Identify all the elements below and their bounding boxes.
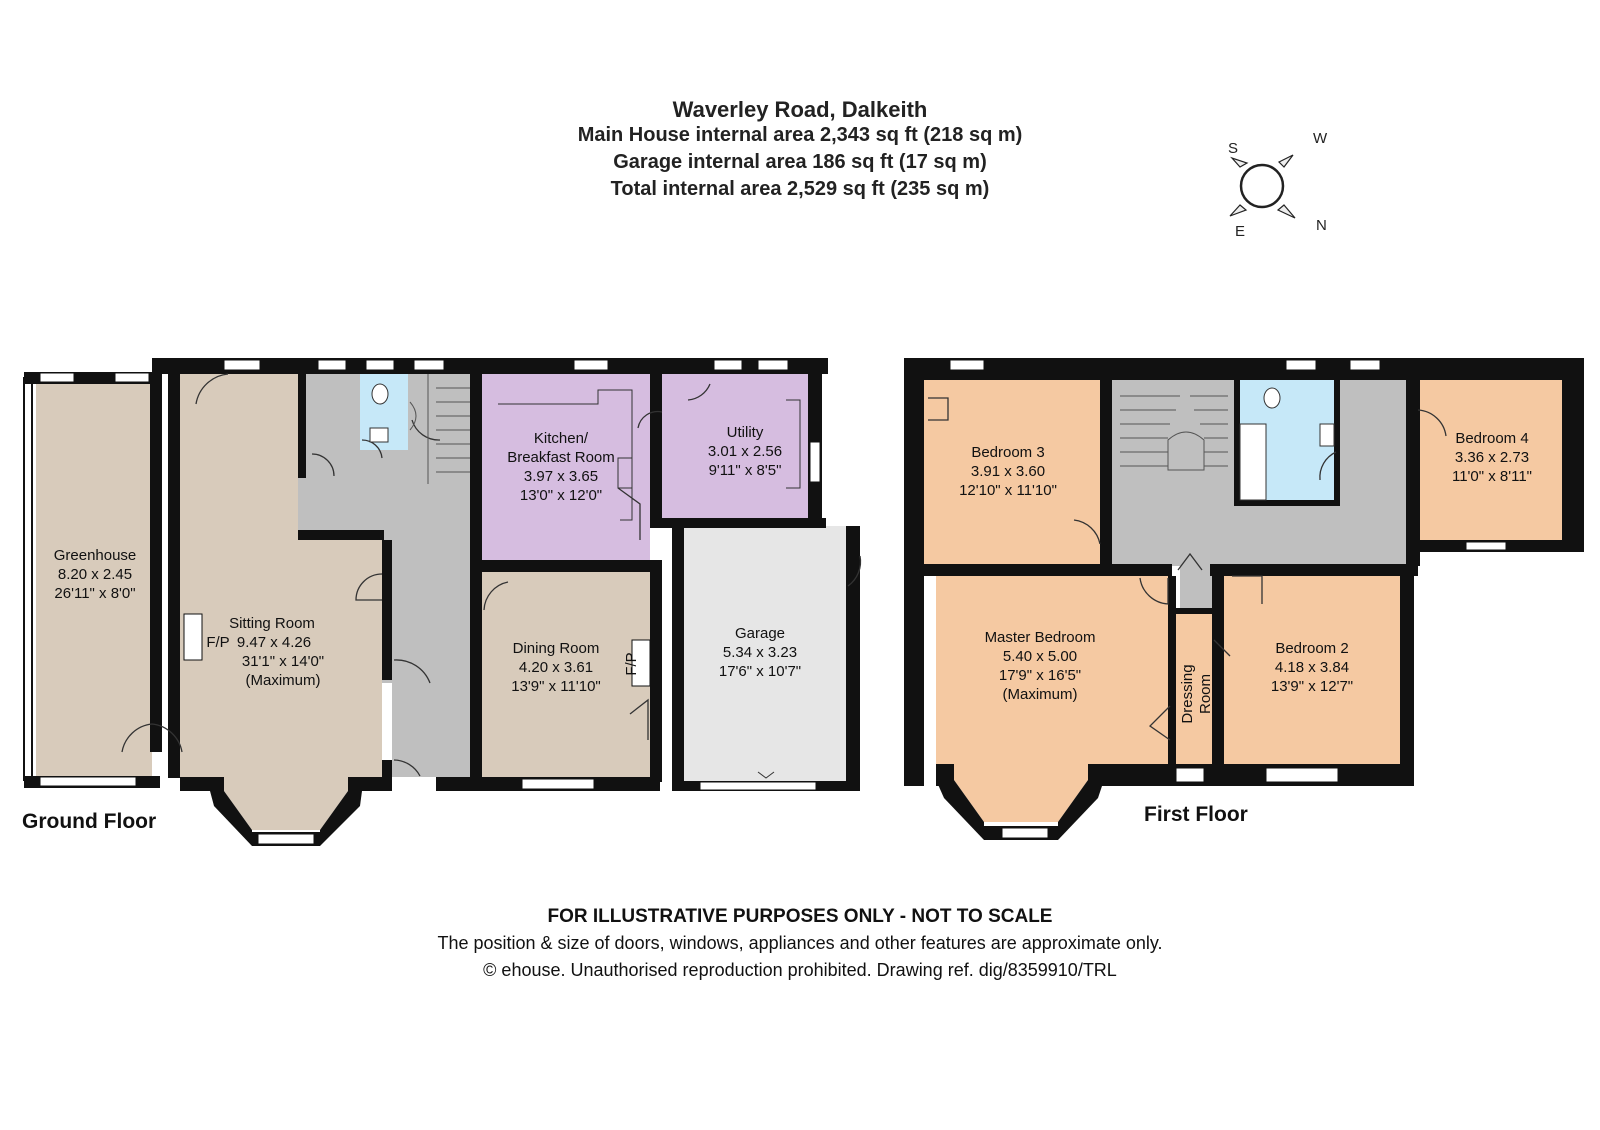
svg-text:13'0" x 12'0": 13'0" x 12'0": [520, 487, 602, 504]
svg-text:3.91 x 3.60: 3.91 x 3.60: [971, 463, 1045, 480]
compass-s-label: S: [1228, 140, 1238, 157]
svg-text:4.18 x 3.84: 4.18 x 3.84: [1275, 659, 1349, 676]
svg-text:(Maximum): (Maximum): [246, 672, 321, 689]
svg-text:5.34 x 3.23: 5.34 x 3.23: [723, 644, 797, 661]
room-label-master-bedroom: Master Bedroom 5.40 x 5.00 17'9" x 16'5"…: [985, 629, 1096, 703]
room-label-bedroom-2: Bedroom 2 4.18 x 3.84 13'9" x 12'7": [1271, 640, 1353, 695]
compass-w-label: W: [1313, 130, 1328, 147]
svg-text:3.97 x 3.65: 3.97 x 3.65: [524, 468, 598, 485]
room-label-greenhouse: Greenhouse 8.20 x 2.45 26'11" x 8'0": [54, 547, 137, 602]
svg-text:Room: Room: [1197, 674, 1214, 714]
copyright-text: © ehouse. Unauthorised reproduction proh…: [483, 960, 1117, 980]
svg-text:4.20 x 3.61: 4.20 x 3.61: [519, 659, 593, 676]
room-label-sitting-room: Sitting Room 9.47 x 4.26 31'1" x 14'0" (…: [229, 615, 324, 689]
svg-text:3.01 x 2.56: 3.01 x 2.56: [708, 443, 782, 460]
svg-text:Sitting Room: Sitting Room: [229, 615, 315, 632]
svg-text:9.47 x 4.26: 9.47 x 4.26: [237, 634, 311, 651]
fireplace-label: F/P: [206, 634, 229, 651]
room-label-bedroom-3: Bedroom 3 3.91 x 3.60 12'10" x 11'10": [959, 444, 1057, 499]
main-house-area: Main House internal area 2,343 sq ft (21…: [577, 124, 1023, 146]
bedroom-4-area: [1420, 380, 1562, 540]
svg-text:13'9" x 12'7": 13'9" x 12'7": [1271, 678, 1353, 695]
svg-text:13'9" x 11'10": 13'9" x 11'10": [511, 678, 601, 695]
fireplace-label-dining: F/P: [623, 652, 640, 675]
utility-area: [650, 374, 808, 518]
first-floor-plan: [904, 358, 1584, 840]
landing-area: [1112, 380, 1406, 612]
svg-text:(Maximum): (Maximum): [1003, 686, 1078, 703]
garage-area: Garage internal area 186 sq ft (17 sq m): [613, 151, 987, 173]
svg-text:12'10" x 11'10": 12'10" x 11'10": [959, 482, 1057, 499]
svg-text:Breakfast Room: Breakfast Room: [507, 449, 615, 466]
ground-floor-plan: [23, 358, 862, 846]
svg-text:9'11" x 8'5": 9'11" x 8'5": [709, 462, 782, 479]
compass-e-label: E: [1235, 223, 1245, 240]
compass-icon: S W E N: [1228, 130, 1328, 240]
svg-text:17'9" x 16'5": 17'9" x 16'5": [999, 667, 1081, 684]
greenhouse-area: [36, 384, 152, 776]
svg-text:Kitchen/: Kitchen/: [534, 430, 589, 447]
svg-text:26'11" x 8'0": 26'11" x 8'0": [54, 585, 135, 602]
svg-text:Greenhouse: Greenhouse: [54, 547, 137, 564]
svg-text:17'6" x 10'7": 17'6" x 10'7": [719, 663, 801, 680]
total-area: Total internal area 2,529 sq ft (235 sq …: [610, 178, 990, 200]
master-bedroom-area: [936, 576, 1168, 822]
disclaimer-text: The position & size of doors, windows, a…: [437, 933, 1163, 953]
svg-text:Utility: Utility: [727, 424, 764, 441]
first-floor-label: First Floor: [1144, 803, 1248, 826]
sitting-room-area: [180, 374, 382, 830]
garage-area: [684, 526, 846, 781]
room-label-bedroom-4: Bedroom 4 3.36 x 2.73 11'0" x 8'11": [1452, 430, 1532, 485]
room-label-garage: Garage 5.34 x 3.23 17'6" x 10'7": [719, 625, 801, 680]
bedroom-2-area: [1224, 576, 1400, 764]
svg-text:8.20 x 2.45: 8.20 x 2.45: [58, 566, 132, 583]
svg-text:11'0" x 8'11": 11'0" x 8'11": [1452, 468, 1532, 485]
room-label-utility: Utility 3.01 x 2.56 9'11" x 8'5": [708, 424, 782, 479]
svg-text:Bedroom 2: Bedroom 2: [1275, 640, 1348, 657]
svg-text:31'1" x 14'0": 31'1" x 14'0": [242, 653, 324, 670]
dressing-room-area: [1176, 612, 1212, 764]
dining-room-area: [482, 572, 650, 777]
svg-text:Dining Room: Dining Room: [513, 640, 600, 657]
compass-n-label: N: [1316, 217, 1327, 234]
room-label-dining-room: Dining Room 4.20 x 3.61 13'9" x 11'10": [511, 640, 601, 695]
room-label-dressing-room: Dressing Room: [1179, 664, 1214, 723]
disclaimer-heading: FOR ILLUSTRATIVE PURPOSES ONLY - NOT TO …: [547, 906, 1053, 927]
svg-text:Dressing: Dressing: [1179, 664, 1196, 723]
svg-text:Garage: Garage: [735, 625, 785, 642]
svg-text:Master Bedroom: Master Bedroom: [985, 629, 1096, 646]
svg-text:Bedroom 4: Bedroom 4: [1455, 430, 1528, 447]
ground-floor-label: Ground Floor: [22, 810, 157, 833]
bedroom-3-area: [924, 380, 1100, 566]
svg-text:3.36 x 2.73: 3.36 x 2.73: [1455, 449, 1529, 466]
property-title: Waverley Road, Dalkeith: [672, 97, 928, 122]
svg-text:5.40 x 5.00: 5.40 x 5.00: [1003, 648, 1077, 665]
room-label-kitchen: Kitchen/ Breakfast Room 3.97 x 3.65 13'0…: [507, 430, 615, 504]
svg-text:Bedroom 3: Bedroom 3: [971, 444, 1044, 461]
kitchen-area: [482, 374, 650, 560]
